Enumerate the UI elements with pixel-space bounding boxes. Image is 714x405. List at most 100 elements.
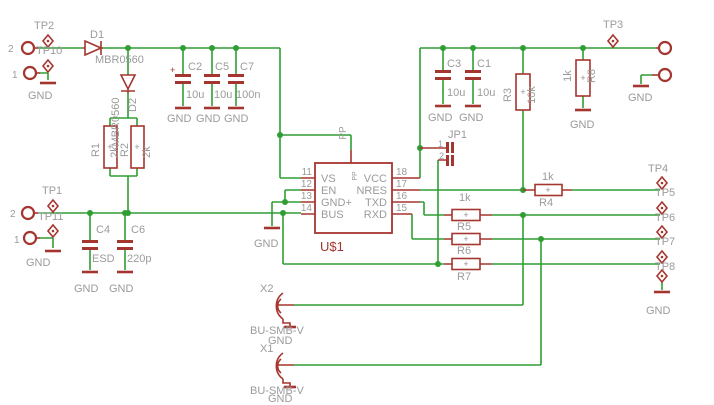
gnd-label: GND <box>459 112 484 124</box>
capacitor-c7-symbol[interactable] <box>228 74 244 84</box>
u1-pin-15: 15 <box>396 203 408 214</box>
pad-bus-2[interactable] <box>20 205 38 221</box>
tp10-label: TP10 <box>36 45 62 57</box>
tp7-label: TP7 <box>655 236 675 248</box>
u1-pin-en: EN <box>321 185 336 197</box>
tp8-label: TP8 <box>655 261 675 273</box>
wire-bus-line[interactable] <box>38 212 660 270</box>
pad-bus-1[interactable] <box>22 230 40 246</box>
u1-pin-14: 14 <box>301 203 313 214</box>
capacitor-c4-symbol[interactable] <box>82 240 98 250</box>
capacitor-c6-symbol[interactable] <box>117 240 133 250</box>
gnd-label: GND <box>268 393 293 405</box>
gnd-label: GND <box>28 90 53 102</box>
r3-name-label: R3 <box>502 88 514 102</box>
testpoint-tp5[interactable] <box>655 175 669 191</box>
junction-dot <box>440 45 446 51</box>
testpoint-tp2[interactable] <box>41 33 55 49</box>
resistor-r4-symbol[interactable] <box>523 183 572 197</box>
u1-pin-17: 17 <box>396 179 408 190</box>
junction-dot <box>125 210 131 216</box>
wire-gnd-stub-topleft[interactable] <box>40 72 49 80</box>
junction-dot <box>233 45 239 51</box>
gnd-label: GND <box>74 283 99 295</box>
resistor-r5-symbol[interactable] <box>444 208 492 222</box>
connector-x1-symbol[interactable] <box>275 352 296 389</box>
u1-pin-vs: VS <box>321 173 336 185</box>
r3-value-label: 10k <box>526 86 538 104</box>
pad-right-bottom[interactable] <box>652 67 673 83</box>
c6-name-label: C6 <box>131 224 145 236</box>
testpoint-tp3[interactable] <box>606 33 620 49</box>
wire-gnd-right-pad[interactable] <box>640 74 652 84</box>
pad-bus-1-label: 1 <box>14 235 20 246</box>
testpoint-tp6[interactable] <box>655 200 669 216</box>
pad-right-top[interactable] <box>656 40 673 56</box>
r8-name-label: R8 <box>586 69 598 83</box>
gnd-label: GND <box>268 335 293 347</box>
u1-pin-txd: TXD <box>365 197 387 209</box>
resistor-r2-symbol[interactable] <box>130 125 145 169</box>
wire-vcc-rail[interactable] <box>419 47 656 178</box>
wire-rxd-row[interactable] <box>294 214 660 366</box>
jumper-jp1-symbol[interactable] <box>420 142 454 166</box>
r8-origin-cross: + <box>580 73 585 83</box>
r4-name-label: R4 <box>539 197 553 209</box>
pads <box>20 40 673 246</box>
c2-name-label: C2 <box>188 61 202 73</box>
diode-d2-symbol[interactable] <box>119 74 137 93</box>
testpoint-gnd-right[interactable] <box>655 268 669 284</box>
resistor-r6-symbol[interactable] <box>444 232 492 246</box>
d1-value-label: MBR0560 <box>95 54 144 66</box>
x2-name-label: X2 <box>260 283 273 295</box>
testpoint-tp10[interactable] <box>41 58 55 74</box>
c4-name-label: C4 <box>96 224 110 236</box>
gnd-label: GND <box>109 283 134 295</box>
resistor-r7-symbol[interactable] <box>444 257 492 271</box>
wire-gnd-stub-tp11[interactable] <box>40 237 54 248</box>
testpoint-tp8[interactable] <box>655 249 669 265</box>
c2-value-label: 10u <box>186 89 204 101</box>
testpoint-tp1[interactable] <box>46 198 60 214</box>
junction-dot <box>435 261 441 267</box>
r2-value-label: 2k <box>141 146 153 158</box>
wire-nres-row[interactable] <box>420 48 660 191</box>
gnd-label: GND <box>196 113 221 125</box>
testpoint-tp11[interactable] <box>46 223 60 239</box>
r7-name-label: R7 <box>457 271 471 283</box>
diode-d1-symbol[interactable] <box>83 39 103 57</box>
testpoint-tp7[interactable] <box>655 224 669 240</box>
capacitor-c5-symbol[interactable] <box>204 74 220 84</box>
pad-vbat-2[interactable] <box>20 40 38 56</box>
capacitor-c2-symbol[interactable] <box>175 74 191 84</box>
c3-name-label: C3 <box>447 58 461 70</box>
junction-dot <box>125 45 131 51</box>
resistor-r8-symbol[interactable] <box>575 59 591 97</box>
junction-dot <box>209 45 215 51</box>
r1-name-label: R1 <box>90 143 102 157</box>
connector-x2-symbol[interactable] <box>275 292 296 329</box>
c6-value-label: 220p <box>127 253 151 265</box>
u1-pin-vcc: VCC <box>364 173 387 185</box>
wire-vbat-rail[interactable] <box>38 47 352 213</box>
pad-vbat-1-label: 1 <box>12 70 18 81</box>
resistor-r3-symbol[interactable] <box>515 73 531 111</box>
u1-pin-11: 11 <box>302 167 313 178</box>
tp3-label: TP3 <box>603 19 623 31</box>
resistor-r1-symbol[interactable] <box>103 125 118 169</box>
wire-txd-row[interactable] <box>294 201 660 306</box>
capacitor-c1-symbol[interactable] <box>465 70 481 80</box>
ic-u1-symbol[interactable] <box>301 150 420 234</box>
u1-pin-rxd: RXD <box>364 209 387 221</box>
r1-origin-cross: + <box>107 142 112 152</box>
wire-en-gndplus[interactable] <box>271 189 301 226</box>
pad-vbat-1[interactable] <box>22 65 40 81</box>
u1-pin-18: 18 <box>396 167 408 178</box>
tp11-label: TP11 <box>38 211 63 223</box>
junction-dot <box>538 236 544 242</box>
jp1-pin1-label: 1 <box>438 139 443 149</box>
u1-pin-13: 13 <box>301 191 313 202</box>
capacitor-c3-symbol[interactable] <box>435 70 451 80</box>
